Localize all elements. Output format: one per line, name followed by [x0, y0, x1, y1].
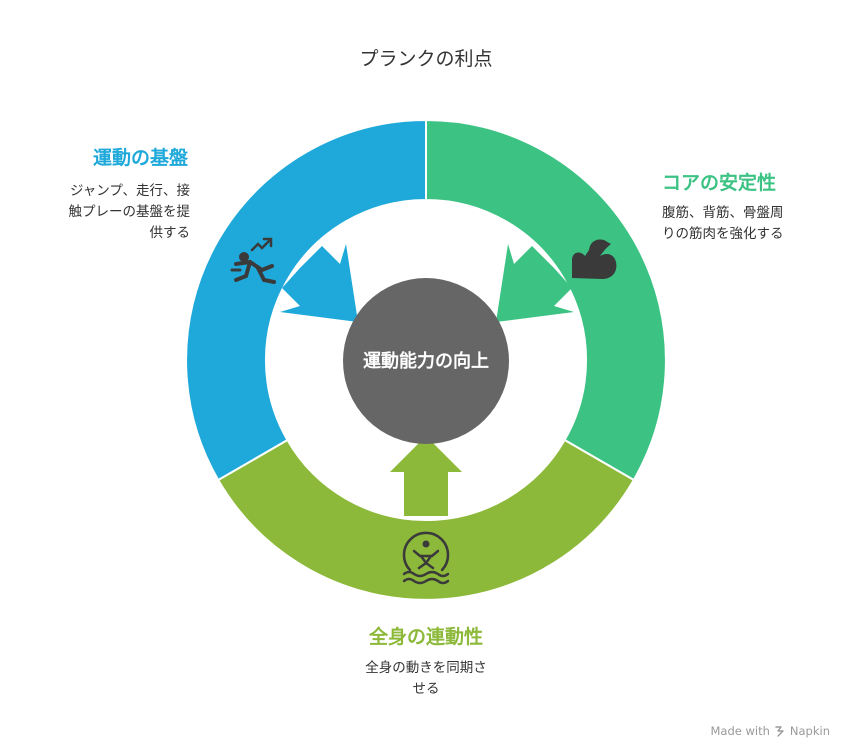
center-circle [343, 278, 509, 444]
segment-title-athletic-foundation: 運動の基盤 [92, 147, 188, 169]
footer-made-with: Made with [710, 724, 770, 738]
segment-desc-whole-body-coordination: 全身の動きを同期さ せる [365, 660, 487, 697]
segment-athletic-foundation [185, 118, 427, 482]
center-label: 運動能力の向上 [363, 351, 489, 372]
segment-core-stability [425, 118, 667, 482]
swimmer-icon [402, 531, 450, 585]
arrow-from-left [280, 244, 358, 322]
flexed-bicep-icon [572, 239, 617, 279]
footer-brand: Napkin [789, 724, 830, 738]
segment-whole-body-coordination [216, 438, 636, 601]
arrow-from-bottom [390, 436, 462, 516]
napkin-logo-icon [775, 726, 784, 737]
segment-desc-core-stability: 腹筋、背筋、骨盤周 りの筋肉を強化する [662, 205, 784, 242]
running-athlete-icon [230, 237, 276, 284]
segment-title-core-stability: コアの安定性 [662, 172, 777, 194]
footer-credit[interactable]: Made with Napkin [711, 724, 831, 738]
segment-desc-athletic-foundation: ジャンプ、走行、接 触プレーの基盤を提 供する [68, 183, 191, 241]
diagram-title: プランクの利点 [359, 48, 493, 70]
arrow-from-right [496, 244, 574, 322]
segment-title-whole-body-coordination: 全身の連動性 [368, 626, 483, 648]
